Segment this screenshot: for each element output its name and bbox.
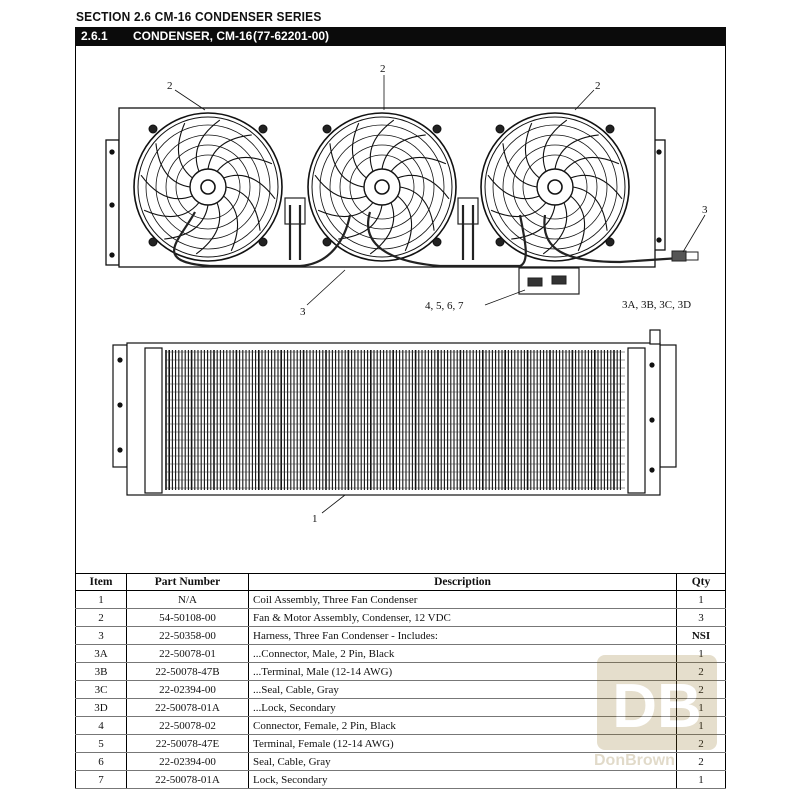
item-cell: 1: [75, 590, 127, 609]
part-number-cell: 22-50078-01A: [126, 698, 249, 717]
item-cell: 3B: [75, 662, 127, 681]
part-number-cell: 54-50108-00: [126, 608, 249, 627]
part-number-cell: 22-50078-01A: [126, 770, 249, 789]
part-number-cell: 22-02394-00: [126, 680, 249, 699]
qty-cell: NSI: [676, 626, 726, 645]
callout-fan-left: 2: [167, 80, 173, 92]
item-cell: 3: [75, 626, 127, 645]
part-number-cell: 22-02394-00: [126, 752, 249, 771]
item-cell: 3D: [75, 698, 127, 717]
qty-cell: 1: [676, 716, 726, 735]
description-cell: Harness, Three Fan Condenser - Includes:: [248, 626, 677, 645]
part-number-cell: 22-50078-47E: [126, 734, 249, 753]
callout-connector-group: 4, 5, 6, 7: [425, 300, 464, 312]
callout-fan-right: 2: [595, 80, 601, 92]
qty-cell: 3: [676, 608, 726, 627]
callout-harness-right: 3: [702, 204, 708, 216]
item-cell: 3A: [75, 644, 127, 663]
qty-cell: 2: [676, 734, 726, 753]
coil-fins: [165, 350, 625, 490]
description-cell: Connector, Female, 2 Pin, Black: [248, 716, 677, 735]
description-cell: Terminal, Female (12-14 AWG): [248, 734, 677, 753]
item-cell: 2: [75, 608, 127, 627]
part-number-cell: N/A: [126, 590, 249, 609]
section-title: SECTION 2.6 CM-16 CONDENSER SERIES: [76, 9, 322, 24]
header-title: CONDENSER, CM-16: [133, 29, 253, 43]
callout-coil: 1: [312, 513, 318, 525]
item-cell: 4: [75, 716, 127, 735]
description-cell: ...Connector, Male, 2 Pin, Black: [248, 644, 677, 663]
qty-cell: 2: [676, 662, 726, 681]
description-cell: Coil Assembly, Three Fan Condenser: [248, 590, 677, 609]
description-cell: Seal, Cable, Gray: [248, 752, 677, 771]
callout-harness-parts: 3A, 3B, 3C, 3D: [622, 299, 691, 311]
qty-cell: 1: [676, 770, 726, 789]
qty-cell: 1: [676, 698, 726, 717]
qty-cell: 2: [676, 752, 726, 771]
description-cell: ...Lock, Secondary: [248, 698, 677, 717]
table-header-row: Item Part Number Description Qty: [75, 573, 726, 591]
description-cell: Lock, Secondary: [248, 770, 677, 789]
item-cell: 3C: [75, 680, 127, 699]
description-cell: ...Seal, Cable, Gray: [248, 680, 677, 699]
harness-wiring: [173, 197, 699, 295]
condenser-diagram: 2 2 2 3 3 4, 5, 6, 7 3A, 3B, 3C, 3D 1: [105, 63, 708, 525]
qty-cell: 2: [676, 680, 726, 699]
callout-fan-center: 2: [380, 63, 386, 75]
fan-2: [307, 112, 457, 262]
fan-assemblies: [133, 112, 630, 262]
description-cell: ...Terminal, Male (12-14 AWG): [248, 662, 677, 681]
part-number-cell: 22-50078-01: [126, 644, 249, 663]
col-part-header: Part Number: [126, 573, 249, 591]
description-cell: Fan & Motor Assembly, Condenser, 12 VDC: [248, 608, 677, 627]
qty-cell: 1: [676, 644, 726, 663]
item-cell: 5: [75, 734, 127, 753]
callout-harness-bottom: 3: [300, 306, 306, 318]
header-bar: 2.6.1 CONDENSER, CM-16 (77-62201-00): [75, 27, 726, 46]
col-qty-header: Qty: [676, 573, 726, 591]
fan-3: [480, 112, 630, 262]
fan-1: [133, 112, 283, 262]
col-item-header: Item: [75, 573, 127, 591]
part-number-cell: 22-50078-47B: [126, 662, 249, 681]
header-part: (77-62201-00): [253, 29, 330, 43]
qty-cell: 1: [676, 590, 726, 609]
part-number-cell: 22-50078-02: [126, 716, 249, 735]
item-cell: 6: [75, 752, 127, 771]
item-cell: 7: [75, 770, 127, 789]
header-number: 2.6.1: [81, 29, 108, 43]
callouts-top: [174, 75, 706, 306]
col-description-header: Description: [248, 573, 677, 591]
part-number-cell: 22-50358-00: [126, 626, 249, 645]
